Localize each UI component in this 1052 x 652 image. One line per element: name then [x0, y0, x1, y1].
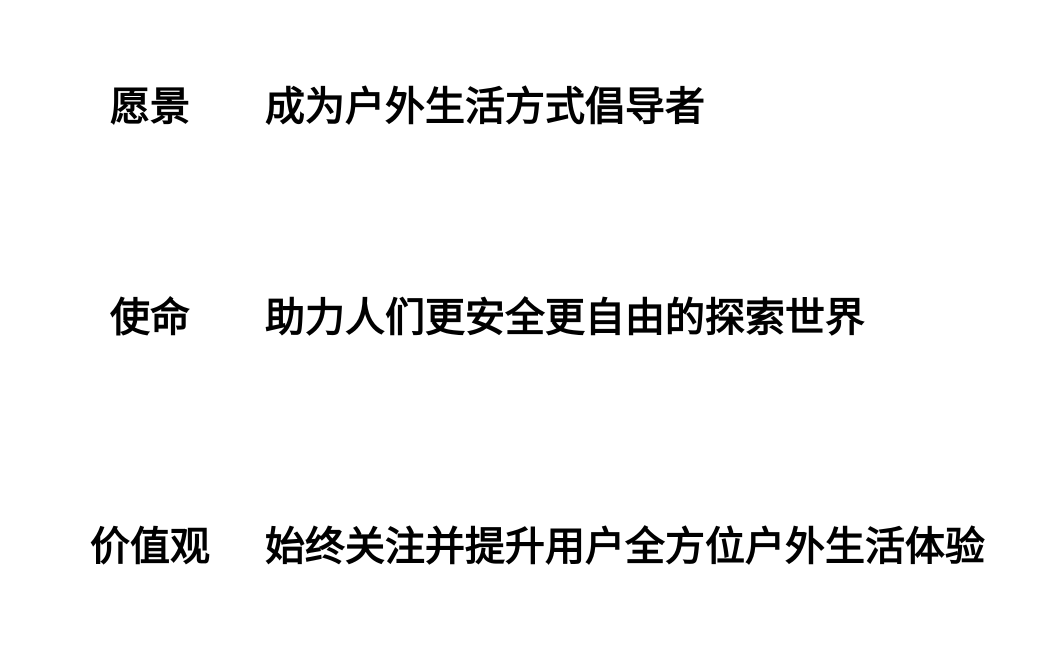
vision-text: 成为户外生活方式倡导者 [265, 84, 705, 130]
vision-label: 愿景 [110, 84, 190, 130]
values-row: 价值观 始终关注并提升用户全方位户外生活体验 [0, 512, 1052, 582]
mission-label: 使命 [110, 295, 190, 341]
mission-row: 使命 助力人们更安全更自由的探索世界 [0, 283, 1052, 353]
values-text: 始终关注并提升用户全方位户外生活体验 [265, 524, 985, 570]
values-label: 价值观 [90, 524, 210, 570]
mission-text: 助力人们更安全更自由的探索世界 [265, 295, 865, 341]
vision-row: 愿景 成为户外生活方式倡导者 [0, 72, 1052, 142]
